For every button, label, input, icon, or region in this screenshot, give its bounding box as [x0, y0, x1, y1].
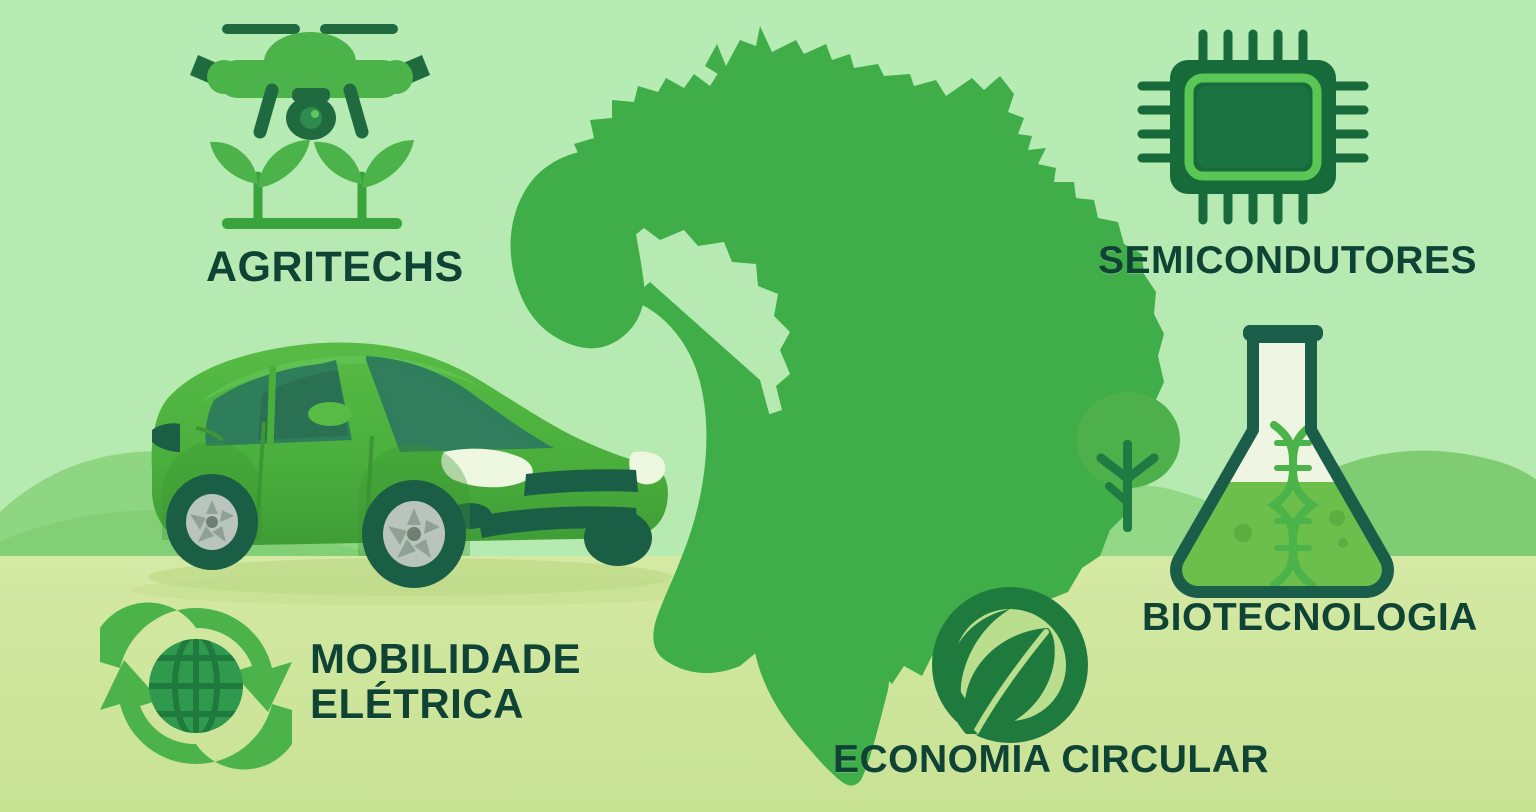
circle-leaf-icon [932, 587, 1088, 743]
label-biotecnologia: BIOTECNOLOGIA [1142, 596, 1478, 639]
label-semicondutores: SEMICONDUTORES [1098, 239, 1477, 282]
flask-dna-icon [1170, 325, 1394, 598]
label-agritechs: AGRITECHS [206, 243, 464, 291]
microchip-icon [1137, 29, 1369, 225]
label-economia-circular: ECONOMIA CIRCULAR [833, 738, 1270, 781]
label-mobilidade-eletrica: MOBILIDADE ELÉTRICA [310, 635, 581, 727]
recycling-arrows-globe-icon [100, 602, 292, 770]
electric-car-illustration [148, 342, 672, 596]
brazil-map-silhouette [510, 26, 1164, 786]
drone-with-seedlings-icon [190, 24, 430, 229]
tree-icon [1076, 392, 1180, 532]
